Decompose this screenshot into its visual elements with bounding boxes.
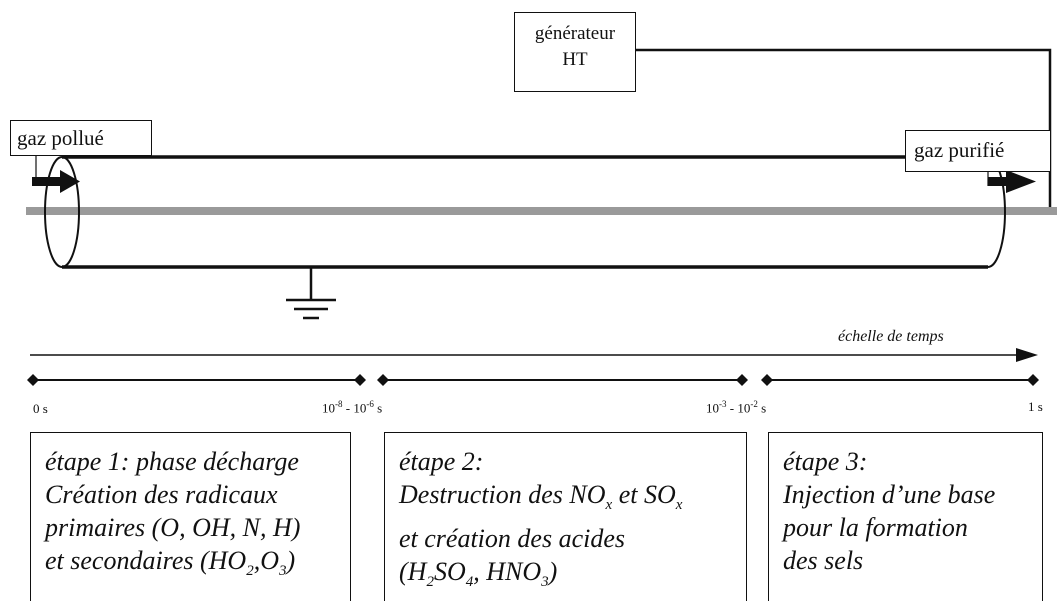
outlet-label-box: gaz purifié <box>905 130 1051 172</box>
step-3-line4: des sels <box>783 546 864 575</box>
step-2-box: étape 2: Destruction des NOx et SOx et c… <box>384 432 747 601</box>
tick-0s: 0 s <box>33 401 48 416</box>
inlet-label: gaz pollué <box>17 126 104 150</box>
step-3-title: étape 3: <box>783 447 868 476</box>
central-electrode <box>26 207 1057 215</box>
time-scale-label: échelle de temps <box>838 328 944 345</box>
stage1-timeline <box>27 374 366 386</box>
step-1-title: étape 1: phase décharge <box>45 447 299 476</box>
step-1-line3: primaires (O, OH, N, H) <box>45 513 301 542</box>
outlet-label: gaz purifié <box>914 138 1005 162</box>
tick-1s: 1 s <box>1028 399 1043 414</box>
ground-icon <box>286 267 336 320</box>
time-scale-arrow <box>30 348 1038 362</box>
generator-box: générateur HT <box>514 12 636 92</box>
stage2-timeline <box>377 374 748 386</box>
inlet-arrow-icon <box>32 170 80 193</box>
generator-label-line2: HT <box>562 48 588 70</box>
inlet-label-box: gaz pollué <box>10 120 152 156</box>
step-2-title: étape 2: <box>399 447 484 476</box>
outlet-arrow-icon <box>988 170 1036 193</box>
step-2-line2: Destruction des NOx et SOx <box>399 480 683 514</box>
stage3-timeline <box>761 374 1039 386</box>
step-1-line4: et secondaires (HO2,O3) <box>45 546 296 580</box>
tube-inlet-end <box>44 156 80 268</box>
step-3-box: étape 3: Injection d’une base pour la fo… <box>768 432 1043 601</box>
step-1-box: étape 1: phase décharge Création des rad… <box>30 432 351 601</box>
step-3-line2: Injection d’une base <box>783 480 996 509</box>
step-1-line2: Création des radicaux <box>45 480 278 509</box>
step-2-line4: (H2SO4, HNO3) <box>399 557 558 591</box>
step-2-line3: et création des acides <box>399 524 625 554</box>
tick-stage1-2: 10-8 - 10-6 s <box>322 399 383 416</box>
tick-stage2-3: 10-3 - 10-2 s <box>706 399 767 416</box>
step-3-line3: pour la formation <box>783 513 968 542</box>
generator-label-line1: générateur <box>534 23 616 44</box>
